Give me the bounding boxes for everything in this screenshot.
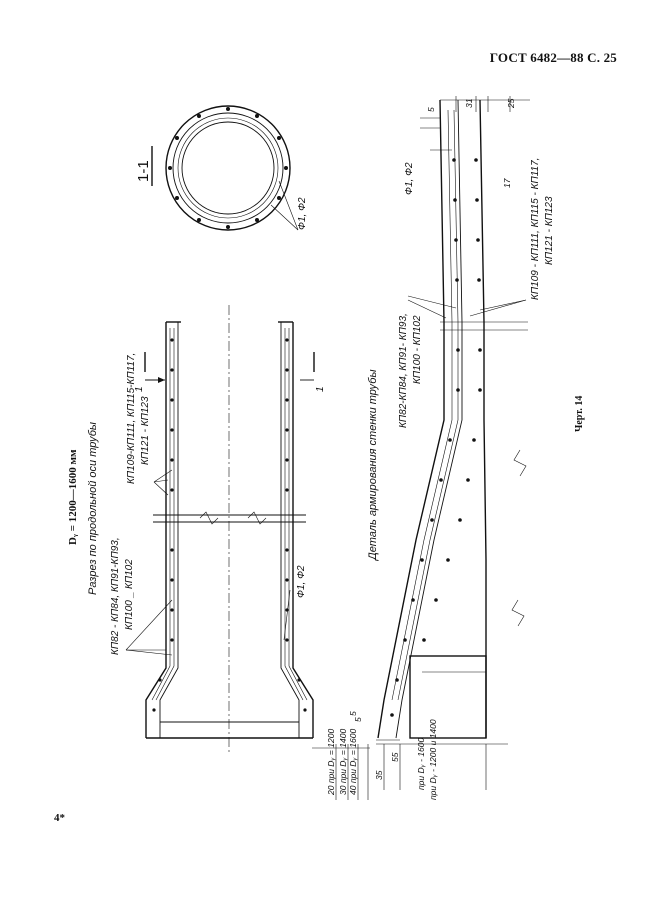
pipe-bar-dots: [152, 338, 307, 712]
dim-30-1400: 30 при Dᵧ = 1400: [338, 729, 348, 795]
dim-25: 25: [506, 98, 516, 109]
label-kp-detail-left-a: КП82-КП84, КП91- КП93,: [398, 313, 409, 428]
dim-1600: при Dᵧ - 1600: [416, 738, 426, 790]
label-phi-longitudinal: Ф1, Ф2: [296, 565, 307, 598]
figure-caption: Черт. 14: [574, 396, 585, 432]
dim-17: 17: [502, 178, 512, 188]
label-kp-detail-right-a: КП109 - КП111, КП115 - КП117,: [530, 158, 541, 300]
label-kp-detail-right-b: КП121 - КП123: [544, 196, 555, 265]
section-mark: 1-1: [135, 160, 152, 182]
ring-phi-label: Ф1, Ф2: [297, 197, 308, 230]
label-kp-detail-left-b: КП100 - КП102: [412, 315, 423, 384]
page-mark: 4*: [54, 812, 65, 824]
dim-35: 35: [374, 770, 384, 780]
label-kp-top-a: КП109-КП111, КП115-КП117,: [126, 353, 137, 484]
detail-bar-dots: [390, 158, 482, 717]
ring-cross-section: [165, 105, 299, 231]
dim-1200-1400: при Dᵧ - 1200 и 1400: [428, 719, 438, 800]
caption-longitudinal-section: Разрез по продольной оси трубы: [87, 422, 99, 595]
caption-wall-detail: Деталь армирования стенки трубы: [367, 369, 379, 562]
label-phi-detail: Ф1, Ф2: [404, 162, 415, 195]
wall-detail-drawing: [376, 96, 530, 790]
left-dimensions: [312, 744, 370, 800]
label-kp-left-b: КП100 _ КП102: [124, 559, 135, 630]
ring-bar-dots: [168, 107, 288, 229]
cut-mark-right: 1: [315, 386, 326, 392]
label-kp-top-b: КП121 - КП123: [140, 396, 151, 465]
dim-20-1200: 20 при Dᵧ = 1200: [326, 729, 336, 796]
page-header: ГОСТ 6482—88 С. 25: [489, 50, 617, 65]
dim-31: 31: [464, 98, 474, 108]
dim-40-1600: 40 при Dᵧ = 1600: [348, 729, 358, 795]
dim-5-right: 5: [348, 711, 358, 716]
cut-mark-left: 1: [134, 386, 145, 392]
dy-title: Dᵧ = 1200—1600 мм: [67, 449, 79, 545]
dim-55: 55: [390, 752, 400, 762]
dim-5-left: 5: [353, 717, 363, 722]
pipe-longitudinal-section: [125, 305, 315, 752]
dim-5-top: 5: [426, 107, 436, 112]
label-kp-left-a: КП82 - КП84, КП91-КП93,: [110, 537, 121, 655]
